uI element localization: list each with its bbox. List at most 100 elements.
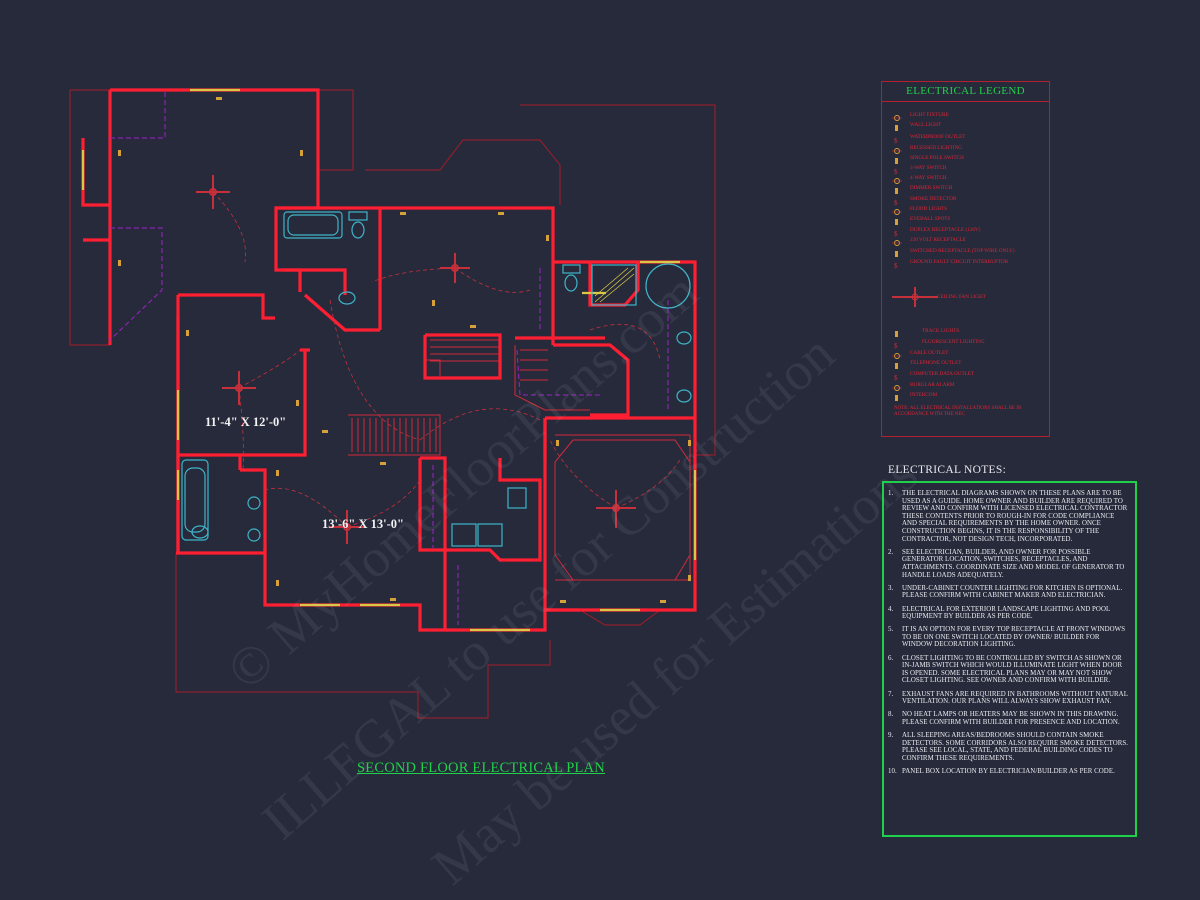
legend-label: GROUND FAULT CIRCUIT INTERRUPTOR — [910, 259, 1009, 265]
note-text: PANEL BOX LOCATION BY ELECTRICIAN/BUILDE… — [902, 768, 1115, 776]
legend-item: CEILING FAN LIGHT — [882, 287, 1051, 307]
legend-label: SWITCHED RECEPTACLE (TOP WIRE ONLY) — [910, 248, 1015, 254]
note-text: CLOSET LIGHTING TO BE CONTROLLED BY SWIT… — [902, 654, 1123, 685]
note-number: 1. — [888, 490, 894, 497]
note-text: SEE ELECTRICIAN, BUILDER, AND OWNER FOR … — [902, 548, 1125, 579]
legend-label: WALL LIGHT — [910, 122, 942, 128]
legend-label: CABLE OUTLET — [910, 350, 949, 356]
legend-label: 3-WAY SWITCH — [910, 165, 947, 171]
legend-item: SINGLE POLE SWITCH — [882, 153, 1051, 164]
intercom-icon — [890, 390, 904, 401]
recessed-light-icon — [890, 143, 904, 154]
note-item: 9. ALL SLEEPING AREAS/BEDROOMS SHOULD CON… — [888, 732, 1129, 762]
note-item: 10. PANEL BOX LOCATION BY ELECTRICIAN/BUI… — [888, 768, 1129, 776]
legend-label: TELEPHONE OUTLET — [910, 360, 962, 366]
note-number: 9. — [888, 732, 894, 740]
legend-item: EYEBALL SPOTS — [882, 214, 1051, 225]
note-item: 5.IT IS AN OPTION FOR EVERY TOP RECEPTAC… — [888, 626, 1129, 649]
room-dim-bedroom-2: 11'-4" X 12'-0" — [205, 415, 286, 429]
legend-label: CEILING FAN LIGHT — [937, 294, 986, 300]
svg-text:$: $ — [894, 342, 898, 350]
electrical-notes: 1. THE ELECTRICAL DIAGRAMS SHOWN ON THESE… — [882, 481, 1137, 837]
svg-text:$: $ — [894, 230, 898, 238]
note-number: 4. — [888, 605, 894, 613]
windows — [81, 88, 697, 632]
wall-light-icon — [890, 120, 904, 131]
switched-receptacle-icon — [890, 246, 904, 257]
note-item: 6. CLOSET LIGHTING TO BE CONTROLLED BY SW… — [888, 655, 1129, 685]
legend-item: FLOOD LIGHTS — [882, 204, 1051, 215]
legend-item: $ FLUORESCENT LIGHTING — [882, 337, 1051, 350]
legend-item: BURGLAR ALARM — [882, 380, 1051, 391]
note-text: UNDER-CABINET COUNTER LIGHTING FOR KITCH… — [902, 584, 1123, 600]
note-item: 4. ELECTRICAL FOR EXTERIOR LANDSCAPE LIGH… — [888, 606, 1129, 621]
duplex-receptacle-icon: $ — [890, 225, 904, 238]
switch-icon — [890, 153, 904, 164]
note-number: 3. — [888, 584, 894, 592]
svg-text:$: $ — [894, 374, 898, 382]
legend-label: LIGHT FIXTURE — [910, 112, 949, 118]
svg-text:$: $ — [894, 199, 898, 207]
note-number: 2. — [888, 548, 894, 556]
legend-item: DIMMER SWITCH — [882, 183, 1051, 194]
legend-item: $ COMPUTER DATA OUTLET — [882, 369, 1051, 382]
note-number: 6. — [888, 654, 894, 662]
eyeball-spot-icon — [890, 214, 904, 225]
note-text: ALL SLEEPING AREAS/BEDROOMS SHOULD CONTA… — [902, 732, 1129, 762]
note-text: ELECTRICAL FOR EXTERIOR LANDSCAPE LIGHTI… — [902, 605, 1110, 621]
outlet-marks — [118, 97, 691, 603]
roof-outline — [69, 89, 716, 719]
tub-hatch — [594, 267, 635, 303]
burglar-alarm-icon — [890, 380, 904, 391]
notes-heading: ELECTRICAL NOTES: — [888, 464, 1007, 476]
bath-fixtures — [181, 211, 692, 547]
svg-text:$: $ — [894, 262, 898, 270]
legend-label: FLUORESCENT LIGHTING — [922, 339, 985, 345]
svg-text:$: $ — [894, 137, 898, 145]
wiring-arcs — [212, 191, 681, 528]
legend-label: SMOKE DETECTOR — [910, 196, 957, 202]
legend-label: RECESSED LIGHTING — [910, 145, 963, 151]
note-text: THE ELECTRICAL DIAGRAMS SHOWN ON THESE P… — [902, 490, 1128, 543]
legend-item: WALL LIGHT — [882, 120, 1051, 131]
legend-item: $ DUPLEX RECEPTACLE (120V) — [882, 225, 1051, 238]
electrical-legend: ELECTRICAL LEGEND LIGHT FIXTURE WALL LIGH… — [881, 81, 1050, 437]
closet-dashed-lines — [109, 90, 669, 625]
legend-label: 220 VOLT RECEPTACLE — [910, 237, 966, 243]
note-text: EXHAUST FANS ARE REQUIRED IN BATHROOMS W… — [902, 690, 1128, 706]
legend-label: EYEBALL SPOTS — [910, 216, 951, 222]
legend-title: ELECTRICAL LEGEND — [882, 82, 1049, 102]
data-outlet-icon: $ — [890, 369, 904, 382]
legend-item: $WATERPROOF OUTLET — [882, 132, 1051, 145]
note-item: 1. THE ELECTRICAL DIAGRAMS SHOWN ON THESE… — [888, 490, 1129, 543]
gfci-icon: $ — [890, 257, 904, 270]
legend-label: 4-WAY SWITCH — [910, 175, 947, 181]
waterproof-outlet-icon: $ — [890, 132, 904, 145]
note-text: NO HEAT LAMPS OR HEATERS MAY BE SHOWN IN… — [902, 711, 1120, 726]
plan-title: SECOND FLOOR ELECTRICAL PLAN — [357, 760, 605, 776]
legend-item: 4-WAY SWITCH — [882, 173, 1051, 184]
note-item: 2. SEE ELECTRICIAN, BUILDER, AND OWNER FO… — [888, 549, 1129, 579]
smoke-detector-icon: $ — [890, 194, 904, 207]
svg-text:$: $ — [894, 168, 898, 176]
legend-label: TRACK LIGHTS — [922, 328, 960, 334]
track-light-icon — [890, 326, 904, 337]
legend-label: FLOOD LIGHTS — [910, 206, 948, 212]
note-number: 10. — [888, 768, 897, 776]
legend-label: DIMMER SWITCH — [910, 185, 953, 191]
note-item: 8.NO HEAT LAMPS OR HEATERS MAY BE SHOWN … — [888, 711, 1129, 726]
legend-label: BURGLAR ALARM — [910, 382, 955, 388]
interior-lines — [348, 345, 691, 581]
legend-label: COMPUTER DATA OUTLET — [910, 371, 975, 377]
note-number: 5. — [888, 626, 894, 634]
stair-treads — [351, 339, 548, 452]
room-dim-bedroom-3: 13'-6" X 13'-0" — [322, 517, 404, 531]
fluorescent-icon: $ — [890, 337, 904, 350]
legend-item: $ SMOKE DETECTOR — [882, 194, 1051, 207]
legend-label: DUPLEX RECEPTACLE (120V) — [910, 227, 981, 233]
telephone-outlet-icon — [890, 358, 904, 369]
legend-label: SINGLE POLE SWITCH — [910, 155, 964, 161]
legend-item: TELEPHONE OUTLET — [882, 358, 1051, 369]
walls — [81, 88, 697, 632]
